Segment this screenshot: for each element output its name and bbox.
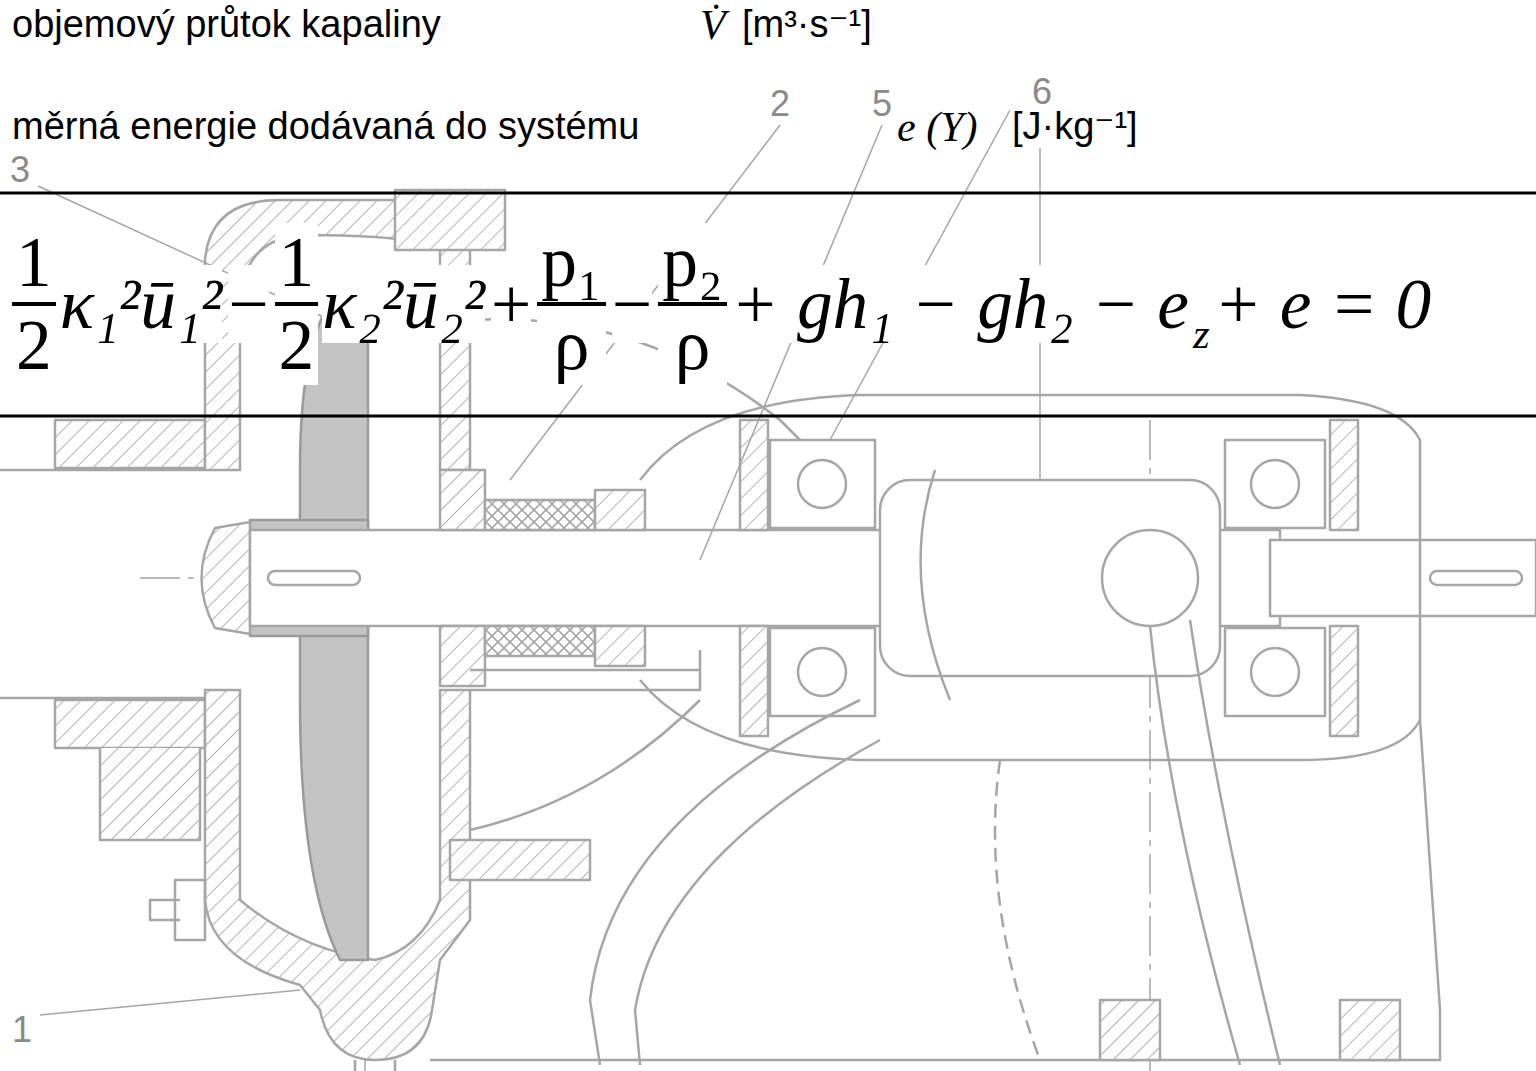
- definition-text: [m³·s⁻¹]: [740, 4, 874, 46]
- gland-bolt: [470, 650, 700, 690]
- suction-flange: [55, 420, 205, 468]
- shaft: [250, 530, 1280, 626]
- foot-bolt: [1100, 1000, 1160, 1060]
- denominator: ρ: [658, 302, 727, 385]
- discharge-flange: [395, 190, 505, 250]
- keyway: [1430, 571, 1522, 585]
- hidden-edge: [995, 760, 1040, 1060]
- bearing-housing: [640, 395, 1420, 760]
- bearing-cover: [1330, 420, 1358, 530]
- suction-wall: [0, 469, 205, 472]
- operator: −: [612, 265, 652, 344]
- oil-hole: [1102, 530, 1198, 626]
- gland: [595, 490, 645, 530]
- casing-cover: [470, 700, 700, 830]
- callout-number: 6: [1030, 74, 1054, 110]
- callout-number: 2: [768, 86, 792, 122]
- suction-flange: [55, 700, 205, 748]
- packing: [485, 500, 595, 530]
- ball-bearing: [770, 440, 875, 528]
- support-frame: [635, 740, 880, 1065]
- support-frame: [590, 700, 860, 1065]
- rule-line: [0, 415, 1536, 418]
- impeller-nut: [202, 522, 251, 634]
- operator: +: [491, 265, 531, 344]
- packing: [485, 626, 595, 656]
- definition-text: [J·kg⁻¹]: [1010, 106, 1140, 148]
- shaft-end: [1270, 540, 1536, 616]
- callout-number: 5: [870, 86, 894, 122]
- symbol-text: V̇: [698, 2, 728, 48]
- definition-text: měrná energie dodávaná do systému: [10, 106, 641, 148]
- leader-line: [40, 990, 300, 1015]
- energy-equation: 12κ₁²ū₁²−12κ₂²ū₂²+p₁ρ−p₂ρ+ gh₁ − gh₂ − e…: [10, 196, 1433, 412]
- equation-term: κ₁²ū₁²: [60, 265, 223, 344]
- casing-bolt: [150, 880, 205, 940]
- impeller: [300, 626, 368, 960]
- fraction: p₁ρ: [537, 223, 606, 384]
- bearing-ball: [798, 648, 846, 696]
- base-frame: [430, 720, 1440, 1060]
- definition-text: objemový průtok kapaliny: [10, 4, 443, 46]
- oil-drain: [1190, 620, 1280, 1065]
- foot-bolt: [1340, 1000, 1400, 1060]
- numerator: p₁: [537, 223, 606, 302]
- bearing-cover: [740, 420, 768, 530]
- equation-term: + gh₁ − gh₂ − e: [731, 265, 1189, 344]
- ball-bearing: [1225, 440, 1325, 528]
- cover-bolt: [450, 840, 590, 880]
- numerator: p₂: [658, 223, 727, 302]
- callout-number: 3: [8, 152, 32, 188]
- numerator: 1: [12, 223, 56, 302]
- bearing-cover: [740, 626, 768, 736]
- seal-housing: [440, 626, 485, 686]
- flange-foot: [100, 748, 200, 840]
- callout-number: 1: [10, 1012, 34, 1048]
- fraction: 12: [275, 223, 319, 384]
- equation-term: + e = 0: [1214, 265, 1431, 344]
- seal-housing: [440, 470, 485, 530]
- fraction: 12: [12, 223, 56, 384]
- fraction: p₂ρ: [658, 223, 727, 384]
- ball-bearing: [1225, 628, 1325, 716]
- operator: −: [228, 265, 268, 344]
- denominator: 2: [275, 302, 319, 385]
- suction-wall: [0, 697, 205, 700]
- bearing-ball: [798, 460, 846, 508]
- bearing-cover: [1330, 626, 1358, 736]
- rule-line: [0, 192, 1536, 195]
- oil-drain: [1150, 626, 1240, 1065]
- keyway: [268, 571, 360, 585]
- equation-term: κ₂²ū₂²: [322, 265, 485, 344]
- denominator: 2: [12, 302, 56, 385]
- drain-plug: [355, 1060, 395, 1071]
- ball-bearing: [770, 628, 875, 716]
- subscript: z: [1193, 310, 1210, 357]
- denominator: ρ: [537, 302, 606, 385]
- bearing-ball: [1251, 648, 1299, 696]
- symbol-text: e (Y): [895, 104, 979, 150]
- cutaway-line: [921, 470, 950, 700]
- numerator: 1: [275, 223, 319, 302]
- gland: [595, 626, 645, 666]
- bearing-ball: [1251, 460, 1299, 508]
